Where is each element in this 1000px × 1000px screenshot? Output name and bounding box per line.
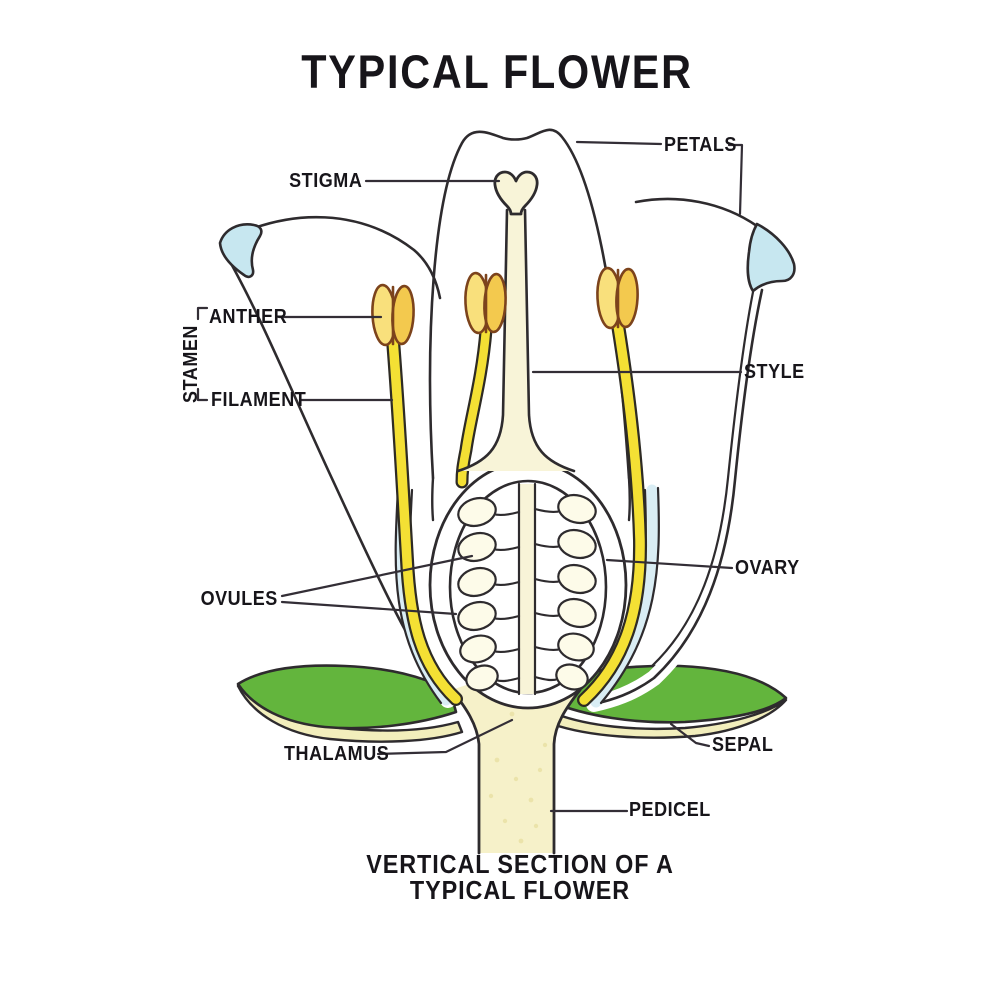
ovule: [457, 496, 521, 528]
style-right-edge: [523, 208, 576, 473]
ovule: [533, 493, 597, 525]
right-petal: [586, 197, 796, 712]
ovule: [465, 664, 521, 692]
label-stamen: STAMEN: [180, 325, 202, 403]
placenta-column-fill: [519, 484, 535, 694]
leader-ovules-upper: [280, 554, 474, 598]
leader-thalamus: [376, 718, 514, 756]
ovule: [457, 600, 521, 632]
filaments: [386, 318, 648, 707]
caption-line-2: TYPICAL FLOWER: [409, 875, 631, 905]
left-sepal-blade: [236, 664, 458, 730]
ovule: [533, 663, 589, 691]
ovule: [459, 634, 521, 664]
leader-petals-right: [727, 143, 744, 216]
label-style: STYLE: [744, 361, 805, 383]
label-sepal: SEPAL: [712, 734, 774, 756]
ovule: [457, 531, 521, 563]
label-ovary: OVARY: [735, 557, 800, 579]
left-sepal: [236, 664, 464, 743]
pedicel-fill: [452, 678, 580, 853]
central-petal-right-base: [627, 476, 631, 522]
label-thalamus: THALAMUS: [284, 743, 390, 765]
style-left-edge: [456, 208, 509, 473]
stamen-bracket-bottom: [196, 387, 209, 402]
anthers: [371, 266, 639, 347]
label-stigma: STIGMA: [288, 170, 362, 192]
style-fill: [458, 208, 574, 471]
center-filament: [457, 325, 491, 487]
leader-petals-left: [575, 140, 663, 146]
leader-ovary: [605, 558, 734, 570]
ovule: [533, 597, 597, 629]
ovule: [533, 632, 595, 662]
ovary: [428, 460, 628, 710]
pedicel-right-edge: [552, 688, 582, 855]
left-petal-upper-edge: [222, 215, 442, 300]
right-petal-tip: [746, 222, 796, 293]
right-filament: [579, 320, 645, 705]
label-ovules: OVULES: [200, 588, 278, 610]
left-petal-tip: [218, 223, 263, 279]
ovules-right: [533, 493, 597, 691]
right-strip-outer-line: [599, 486, 660, 705]
left-strip-outer-line: [394, 486, 443, 705]
style-pistil: [456, 170, 576, 473]
leader-sepal: [669, 722, 711, 748]
leader-ovules-lower: [280, 600, 458, 616]
stigma-shape: [493, 170, 539, 216]
anther-center: [464, 271, 507, 335]
label-anther: ANTHER: [209, 306, 288, 328]
label-petals: PETALS: [664, 134, 737, 156]
ovule: [533, 528, 597, 560]
central-petal-left-base: [431, 476, 435, 522]
label-pedicel: PEDICEL: [629, 799, 711, 821]
anther-right: [596, 266, 639, 330]
page-title: TYPICAL FLOWER: [301, 45, 693, 98]
ovule: [533, 563, 597, 595]
anther-left: [371, 283, 415, 347]
right-petal-outer-edge: [592, 288, 764, 706]
right-petal-base-strip: [590, 484, 659, 708]
pedicel-speckles: [488, 711, 548, 844]
ovule: [457, 566, 521, 598]
caption-line-1: VERTICAL SECTION OF A: [366, 849, 674, 879]
right-petal-inner-edge: [650, 290, 755, 668]
right-petal-upper-edge: [634, 197, 759, 228]
left-filament: [388, 335, 461, 704]
stamen-bracket-top: [196, 306, 209, 321]
leader-lines: [196, 140, 744, 813]
ovules-left: [457, 496, 521, 692]
label-filament: FILAMENT: [211, 389, 307, 411]
central-petal: [428, 128, 631, 480]
